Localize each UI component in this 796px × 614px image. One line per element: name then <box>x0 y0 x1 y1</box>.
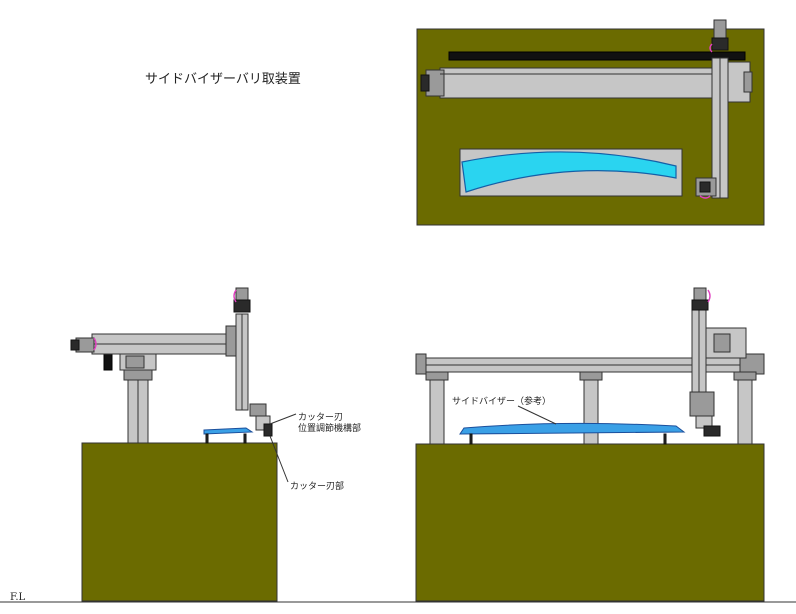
label-cutter-blade: カッター刃部 <box>290 480 344 492</box>
top-view-rail <box>448 51 746 61</box>
front-view-base <box>415 443 765 602</box>
label-side-visor-reference: サイドバイザー（参考） <box>452 395 551 407</box>
front-view-leg-left <box>429 371 445 445</box>
side-view-side-visor <box>203 427 254 435</box>
front-view: サイドバイザー（参考） <box>415 287 765 602</box>
drawing-title: サイドバイザーバリ取装置 <box>145 72 301 87</box>
side-view: カッター刃 位置調節機構部 カッター刃部 <box>70 287 361 602</box>
label-cutter-adjust-line1: カッター刃 <box>298 412 343 423</box>
front-view-side-visor <box>459 422 686 435</box>
top-view <box>416 19 765 226</box>
label-cutter-adjust-line2: 位置調節機構部 <box>298 422 361 434</box>
front-view-leg-right <box>737 371 753 445</box>
top-view-motor-cap <box>420 74 430 92</box>
top-view-side-visor <box>461 151 677 193</box>
side-view-cutter-blade <box>263 423 273 437</box>
side-view-adjust-mechanism <box>249 403 267 417</box>
label-floor-level: F.L <box>10 592 26 603</box>
front-view-cutter-head <box>689 391 715 417</box>
front-view-cutter-blade <box>703 425 721 437</box>
top-view-main-beam <box>439 67 739 99</box>
front-view-leg-center <box>583 375 599 445</box>
side-view-base <box>81 442 278 602</box>
